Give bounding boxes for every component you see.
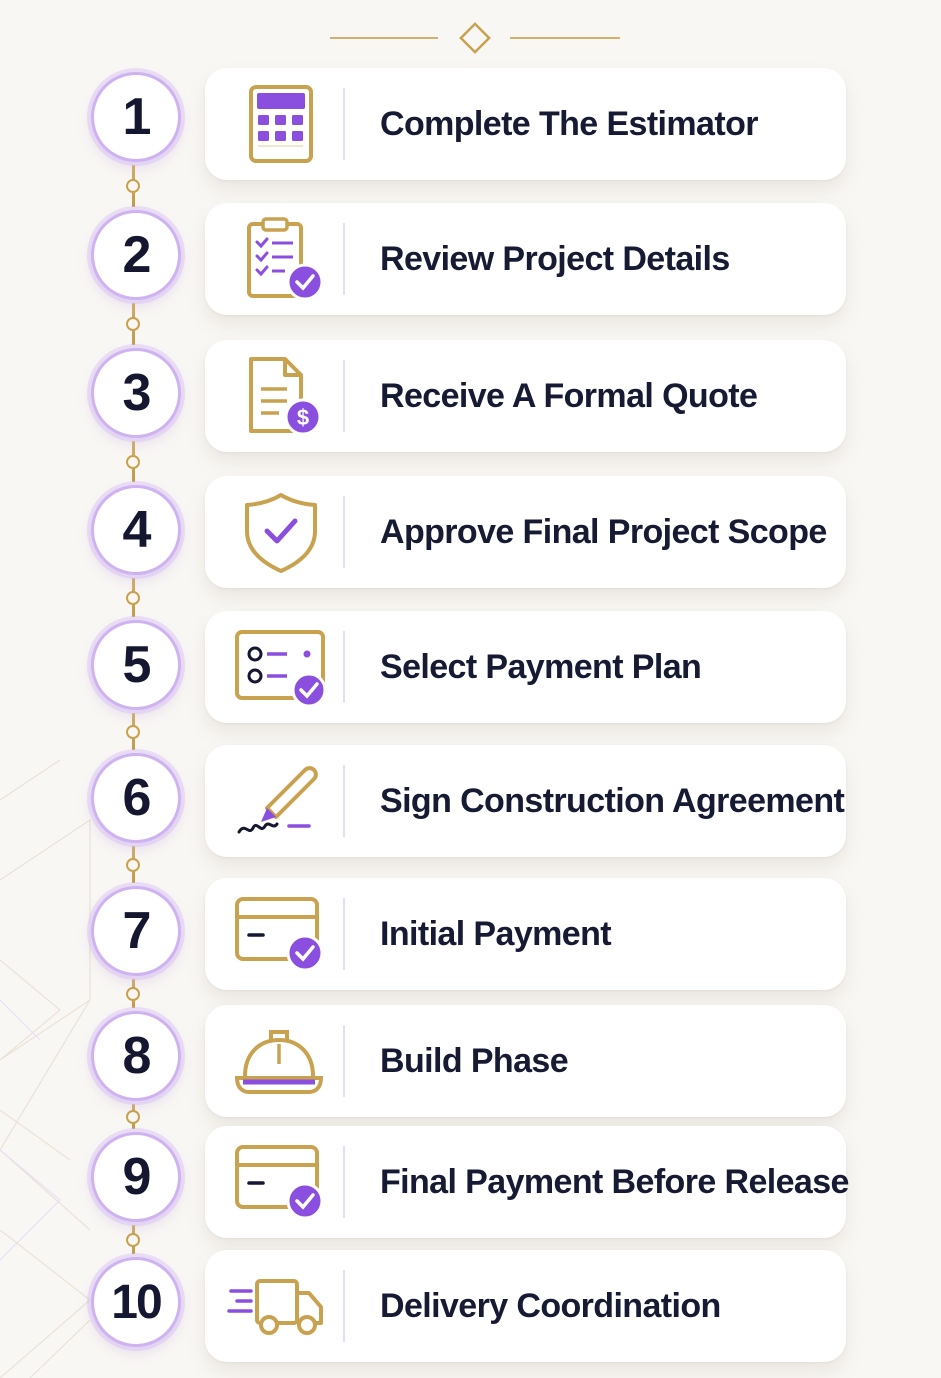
step-label-6: Sign Construction Agreement — [380, 782, 845, 820]
timeline-dot — [126, 857, 140, 872]
card-divider — [343, 898, 345, 970]
timeline-dot — [126, 317, 140, 331]
step-card-2: Review Project Details — [205, 203, 846, 315]
card-divider — [343, 765, 345, 837]
step-number-9: 9 — [91, 1132, 181, 1222]
timeline-dot — [126, 986, 140, 1001]
hard-hat-icon — [227, 1018, 327, 1104]
card-check-icon — [227, 891, 327, 977]
step-label-4: Approve Final Project Scope — [380, 513, 827, 551]
step-card-8: Build Phase — [205, 1005, 846, 1117]
step-number-7: 7 — [91, 886, 181, 976]
step-card-3: $ Receive A Formal Quote — [205, 340, 846, 452]
svg-text:$: $ — [297, 405, 309, 430]
step-card-10: Delivery Coordination — [205, 1250, 846, 1362]
card-divider — [343, 360, 345, 432]
step-card-5: Select Payment Plan — [205, 611, 846, 723]
step-number-10: 10 — [91, 1257, 181, 1347]
step-number-1: 1 — [91, 72, 181, 162]
step-card-4: Approve Final Project Scope — [205, 476, 846, 588]
step-label-8: Build Phase — [380, 1042, 569, 1080]
step-card-7: Initial Payment — [205, 878, 846, 990]
card-divider — [343, 1146, 345, 1218]
delivery-truck-icon — [227, 1263, 327, 1349]
quote-document-dollar-icon: $ — [227, 353, 327, 439]
payment-options-icon — [227, 624, 327, 710]
card-check-icon — [227, 1139, 327, 1225]
step-label-3: Receive A Formal Quote — [380, 377, 758, 415]
pen-signature-icon — [227, 758, 327, 844]
card-divider — [343, 631, 345, 703]
step-label-7: Initial Payment — [380, 915, 612, 953]
step-card-9: Final Payment Before Release — [205, 1126, 849, 1238]
card-divider — [343, 496, 345, 568]
step-label-1: Complete The Estimator — [380, 105, 758, 143]
timeline-dot — [126, 179, 140, 193]
step-number-5: 5 — [91, 620, 181, 710]
step-number-6: 6 — [91, 753, 181, 843]
timeline-dot — [126, 724, 140, 739]
card-divider — [343, 223, 345, 295]
step-number-8: 8 — [91, 1011, 181, 1101]
step-label-2: Review Project Details — [380, 240, 730, 278]
step-label-10: Delivery Coordination — [380, 1287, 721, 1325]
timeline-dot — [126, 1109, 140, 1124]
shield-check-icon — [227, 489, 327, 575]
top-divider-ornament — [330, 22, 620, 54]
step-number-3: 3 — [91, 348, 181, 438]
step-card-6: Sign Construction Agreement — [205, 745, 846, 857]
card-divider — [343, 1270, 345, 1342]
timeline-dot — [126, 590, 140, 605]
card-divider — [343, 88, 345, 160]
step-card-1: Complete The Estimator — [205, 68, 846, 180]
step-number-4: 4 — [91, 485, 181, 575]
timeline-dot — [126, 454, 140, 469]
timeline-dot — [126, 1232, 140, 1247]
card-divider — [343, 1025, 345, 1097]
step-number-2: 2 — [91, 210, 181, 300]
step-label-9: Final Payment Before Release — [380, 1163, 849, 1201]
calculator-icon — [227, 81, 327, 167]
step-label-5: Select Payment Plan — [380, 648, 702, 686]
clipboard-checklist-icon — [227, 216, 327, 302]
